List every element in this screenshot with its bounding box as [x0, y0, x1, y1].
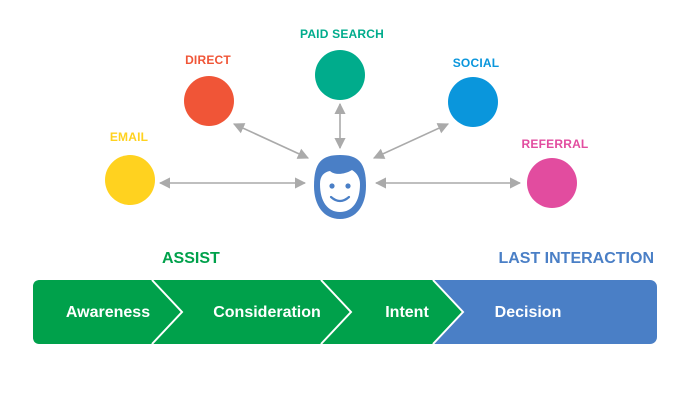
channel-direct: DIRECT — [184, 53, 234, 126]
email-circle — [105, 155, 155, 205]
chevron-separator-1 — [151, 279, 184, 345]
assist-label: ASSIST — [162, 250, 220, 267]
stage-assist-bg — [33, 280, 463, 344]
connector-arrows — [158, 102, 522, 189]
chevron-separator-3 — [432, 279, 465, 345]
arrow-direct — [232, 123, 310, 159]
channel-social: SOCIAL — [448, 56, 499, 127]
social-label: SOCIAL — [453, 56, 500, 70]
channel-referral: REFERRAL — [522, 137, 589, 208]
referral-circle — [527, 158, 577, 208]
direct-label: DIRECT — [185, 53, 231, 67]
paid-search-circle — [315, 50, 365, 100]
stage-consideration: Consideration — [213, 304, 321, 321]
stage-awareness: Awareness — [66, 304, 150, 321]
stage-intent: Intent — [385, 304, 429, 321]
stage-decision: Decision — [495, 304, 562, 321]
direct-circle — [184, 76, 234, 126]
social-circle — [448, 77, 498, 127]
referral-label: REFERRAL — [522, 137, 589, 151]
channel-paid-search: PAID SEARCH — [300, 27, 384, 100]
user-avatar-icon — [314, 155, 366, 219]
channel-email: EMAIL — [105, 130, 155, 205]
paid-search-label: PAID SEARCH — [300, 27, 384, 41]
last-interaction-label: LAST INTERACTION — [498, 250, 654, 267]
arrow-social — [372, 123, 450, 159]
funnel-bar: Awareness Consideration Intent Decision — [33, 279, 657, 345]
chevron-separator-2 — [320, 279, 353, 345]
email-label: EMAIL — [110, 130, 148, 144]
